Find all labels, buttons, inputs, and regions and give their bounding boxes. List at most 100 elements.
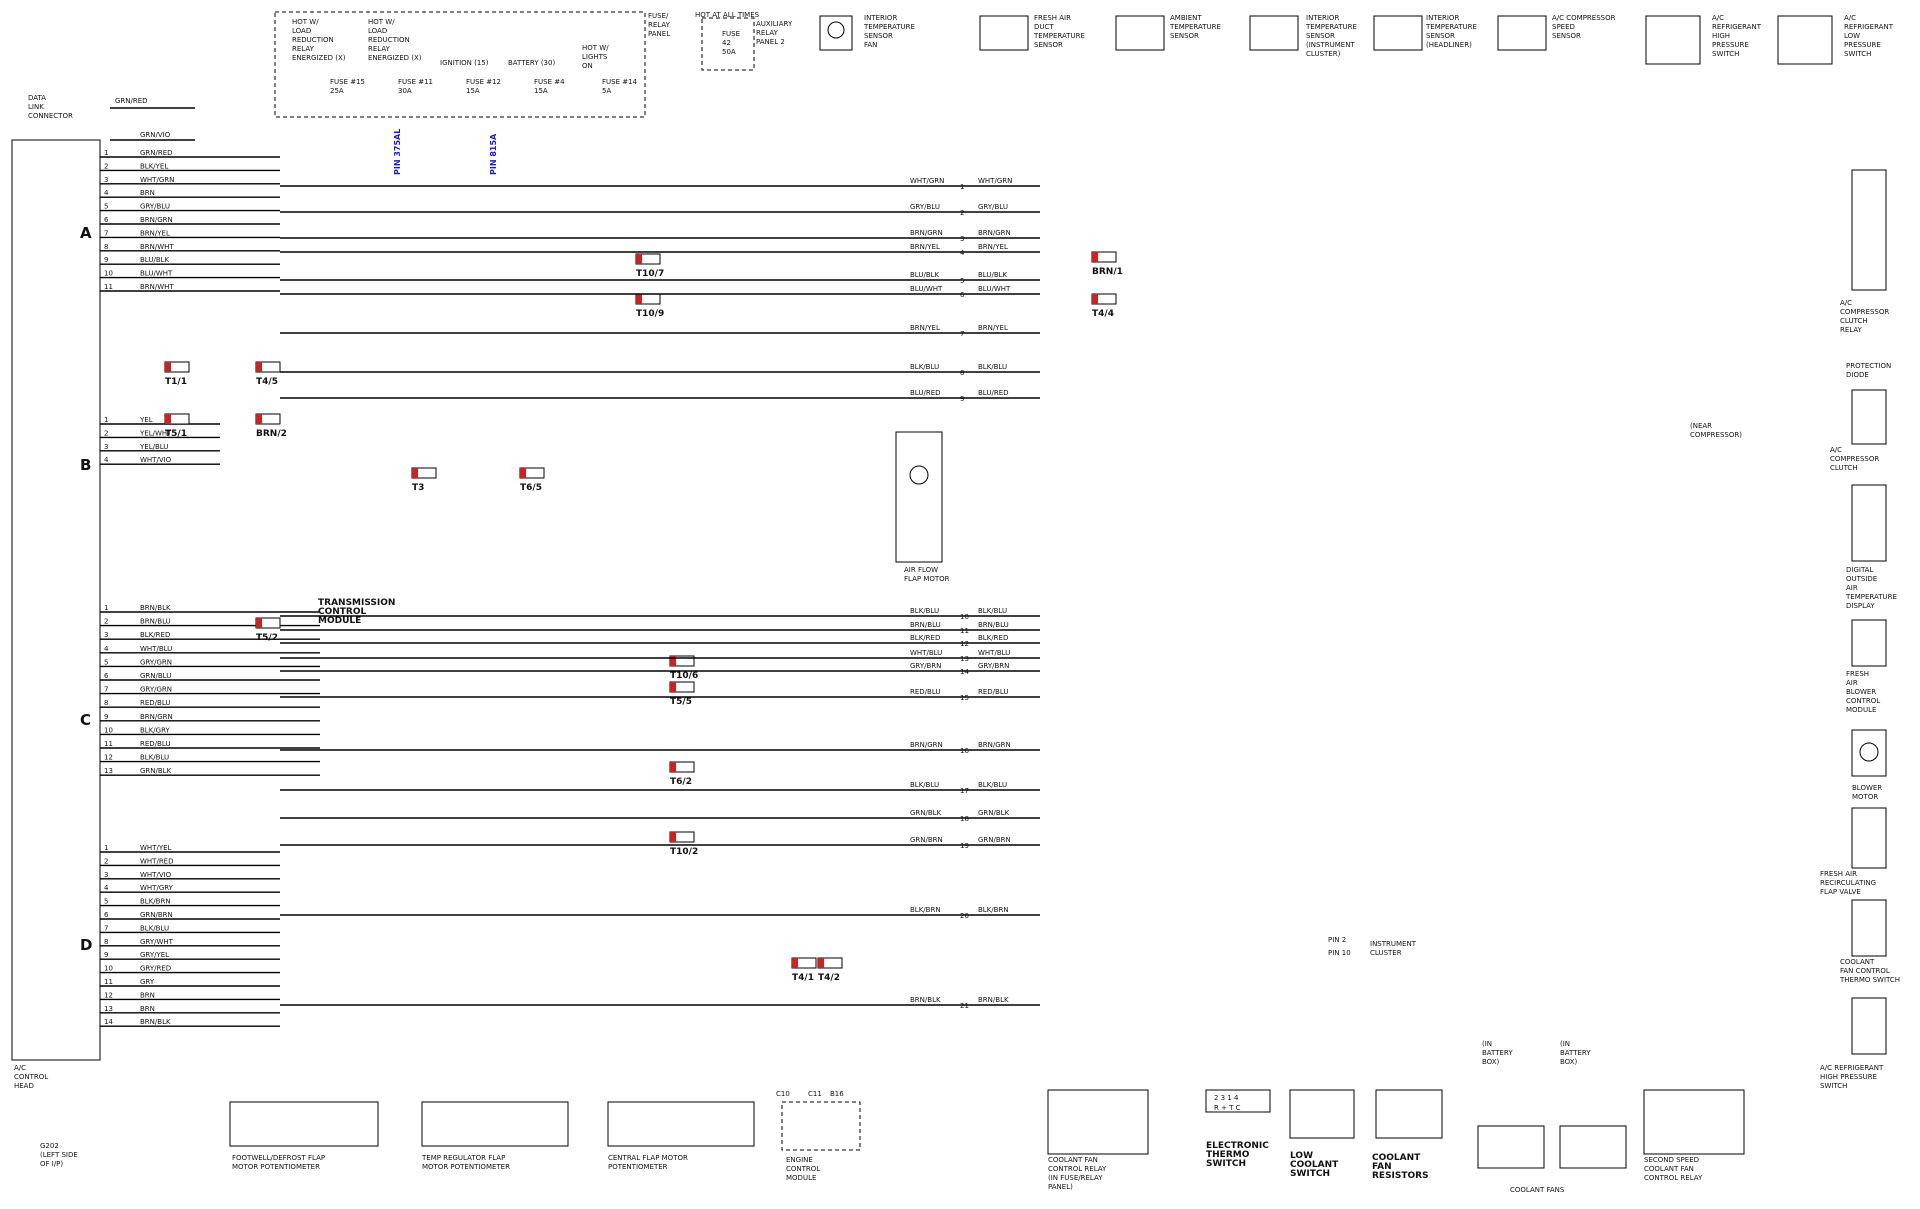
pin-wire-color: GRN/BRN bbox=[140, 911, 173, 919]
pin-wire-color: YEL bbox=[139, 416, 153, 424]
harness-wire-color: BLK/BRN bbox=[910, 906, 941, 914]
pin-wire-color: WHT/GRN bbox=[140, 176, 174, 184]
pin-wire-color: GRN/RED bbox=[140, 149, 173, 157]
ac-control-head bbox=[11, 139, 101, 1061]
harness-wire-color: BRN/YEL bbox=[910, 243, 940, 251]
harness-wire-color: BRN/YEL bbox=[978, 243, 1008, 251]
pin-wire-color: GRY/WHT bbox=[140, 938, 174, 946]
pin-number: 12 bbox=[104, 991, 113, 999]
harness-wire-number: 10 bbox=[960, 613, 969, 621]
second-speed-relay bbox=[1643, 1089, 1745, 1155]
connector-mark bbox=[165, 414, 171, 424]
pin-wire-color: BRN/BLU bbox=[140, 618, 171, 626]
pin-wire-color: BRN/WHT bbox=[140, 283, 174, 291]
harness-wire-color: BRN/BLU bbox=[910, 621, 941, 629]
harness-wire-color: BLU/RED bbox=[910, 389, 941, 397]
pin-number: 4 bbox=[104, 645, 109, 653]
fresh-duct-sensor bbox=[979, 15, 1029, 51]
section-b: B bbox=[80, 456, 91, 474]
harness-wire-number: 11 bbox=[960, 627, 969, 635]
pin-number: 8 bbox=[104, 243, 108, 251]
harness-wire-color: RED/BLU bbox=[910, 688, 941, 696]
pin-number: 1 bbox=[104, 604, 108, 612]
headliner-sensor bbox=[1373, 15, 1423, 51]
connector-mark bbox=[256, 362, 262, 372]
pin-wire-color: GRY/GRN bbox=[140, 658, 172, 666]
harness-wire-color: GRN/BLK bbox=[978, 809, 1010, 817]
harness-wire-number: 8 bbox=[960, 369, 964, 377]
pin-number: 4 bbox=[104, 884, 109, 892]
pin-number: 5 bbox=[104, 203, 108, 211]
harness-wire-color: WHT/GRN bbox=[910, 177, 944, 185]
harness-wire-color: BLK/BLU bbox=[978, 363, 1007, 371]
aux-relay-panel bbox=[701, 17, 755, 71]
connector-mark bbox=[636, 294, 642, 304]
harness-wire-number: 2 bbox=[960, 209, 964, 217]
pin-wire-color: BRN/YEL bbox=[140, 229, 170, 237]
high-fan-switch bbox=[1851, 997, 1887, 1055]
digital-display bbox=[1851, 484, 1887, 562]
connector-mark bbox=[412, 468, 418, 478]
harness-wire-color: BRN/YEL bbox=[910, 324, 940, 332]
pin-wire-color: YEL/WHT bbox=[139, 429, 172, 437]
harness-wire-number: 13 bbox=[960, 655, 969, 663]
harness-wire-color: BLU/BLK bbox=[978, 271, 1008, 279]
harness-wire-number: 17 bbox=[960, 787, 969, 795]
harness-wire-color: BLK/RED bbox=[910, 634, 940, 642]
harness-wire-color: BLK/RED bbox=[978, 634, 1008, 642]
pin-number: 9 bbox=[104, 713, 108, 721]
eth-pins2: R + T C bbox=[1214, 1104, 1241, 1112]
harness-wire-color: GRY/BRN bbox=[978, 662, 1009, 670]
c10: C10 bbox=[776, 1090, 790, 1098]
connector-mark bbox=[1092, 294, 1098, 304]
fan-control-relay bbox=[1047, 1089, 1149, 1155]
pin-number: 11 bbox=[104, 740, 113, 748]
ecm bbox=[781, 1101, 861, 1151]
cluster-sensor bbox=[1249, 15, 1299, 51]
connector-mark bbox=[670, 832, 676, 842]
connector-mark bbox=[256, 414, 262, 424]
blower-motor bbox=[1851, 729, 1887, 777]
pin-wire-color: BRN/WHT bbox=[140, 243, 174, 251]
pin-number: 1 bbox=[104, 844, 108, 852]
coolant-fan-1 bbox=[1477, 1125, 1545, 1169]
pin-number: 2 bbox=[104, 429, 108, 437]
harness-wire-color: BLK/BLU bbox=[910, 781, 939, 789]
harness-wire-number: 21 bbox=[960, 1002, 969, 1010]
section-c: C bbox=[80, 711, 91, 729]
connector-label: T10/2 bbox=[670, 847, 698, 857]
connector-mark bbox=[520, 468, 526, 478]
harness-wire-color: BLK/BRN bbox=[978, 906, 1009, 914]
pin-wire-color: BLK/BRN bbox=[140, 898, 171, 906]
pin-number: 12 bbox=[104, 754, 113, 762]
pin-number: 10 bbox=[104, 270, 113, 278]
pin-wire-color: WHT/VIO bbox=[140, 456, 172, 464]
pin-wire-color: GRY bbox=[140, 978, 155, 986]
harness-wire-number: 1 bbox=[960, 183, 964, 191]
harness-wire-color: GRN/BRN bbox=[978, 836, 1011, 844]
pin-number: 11 bbox=[104, 978, 113, 986]
pin-number: 3 bbox=[104, 176, 108, 184]
pin-number: 10 bbox=[104, 965, 113, 973]
pin-wire-color: RED/BLU bbox=[140, 740, 171, 748]
compressor-clutch bbox=[1851, 389, 1887, 445]
pin-wire-color: BRN/GRN bbox=[140, 216, 173, 224]
pin-wire-color: BLK/RED bbox=[140, 631, 170, 639]
pin-number: 2 bbox=[104, 162, 108, 170]
